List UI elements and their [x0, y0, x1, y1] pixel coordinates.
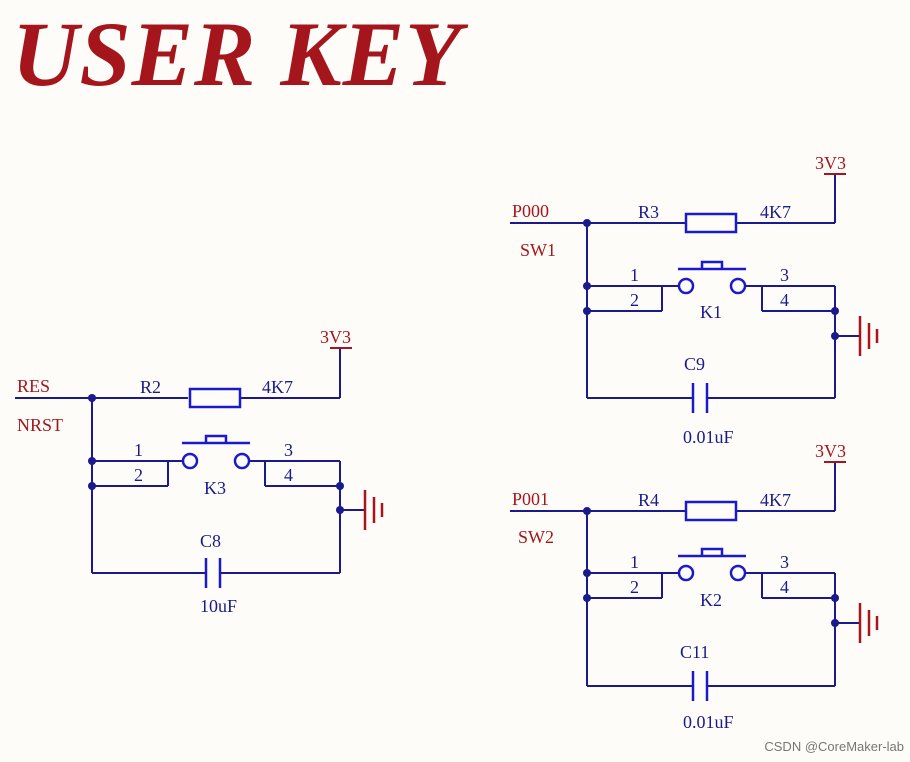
junction-dot	[88, 457, 96, 465]
junction-dot	[831, 307, 839, 315]
net-label: P001	[512, 489, 549, 509]
pin-label-1: 1	[630, 552, 639, 572]
junction-dot	[88, 482, 96, 490]
watermark: CSDN @CoreMaker-lab	[764, 739, 904, 754]
switch-contact-right	[729, 277, 747, 295]
pin-label-1: 1	[134, 440, 143, 460]
junction-dot	[583, 594, 591, 602]
resistor-value: 4K7	[262, 377, 293, 397]
switch-contact-right	[729, 564, 747, 582]
switch-contact-left	[181, 452, 199, 470]
junction-dot	[831, 619, 839, 627]
resistor-value: 4K7	[760, 202, 791, 222]
switch-button	[700, 547, 724, 556]
resistor	[188, 387, 242, 409]
power-label: 3V3	[815, 441, 846, 461]
pin-label-2: 2	[630, 577, 639, 597]
junction-dot	[583, 282, 591, 290]
switch-contact-left	[677, 564, 695, 582]
cap-ref: C9	[684, 354, 705, 374]
junction-dot	[583, 219, 591, 227]
resistor-ref: R2	[140, 377, 161, 397]
pin-label-3: 3	[780, 552, 789, 572]
net-alias: NRST	[17, 415, 63, 435]
net-alias: SW1	[520, 240, 556, 260]
junction-dot	[583, 569, 591, 577]
junction-dot	[831, 594, 839, 602]
sw1-circuit: 3V3 R3 4K7 P000 SW1 1 2 3 4 K1 C9 0.01uF	[510, 153, 879, 447]
cap-ref: C8	[200, 531, 221, 551]
resistor-value: 4K7	[760, 490, 791, 510]
pin-label-4: 4	[780, 577, 789, 597]
power-label: 3V3	[815, 153, 846, 173]
pin-label-3: 3	[284, 440, 293, 460]
pin-label-4: 4	[284, 465, 293, 485]
resistor	[684, 500, 738, 522]
resistor-ref: R3	[638, 202, 659, 222]
pin-label-4: 4	[780, 290, 789, 310]
cap-value: 10uF	[200, 596, 237, 616]
net-alias: SW2	[518, 527, 554, 547]
net-label: P000	[512, 201, 549, 221]
resistor	[684, 212, 738, 234]
pin-label-2: 2	[134, 465, 143, 485]
switch-ref: K1	[700, 302, 722, 322]
junction-dot	[583, 507, 591, 515]
switch-contact-right	[233, 452, 251, 470]
pin-label-1: 1	[630, 265, 639, 285]
junction-dot	[88, 394, 96, 402]
sw2-circuit: 3V3 R4 4K7 P001 SW2 1 2 3 4 K2 C11 0.01u…	[510, 441, 879, 732]
switch-ref: K3	[204, 478, 226, 498]
cap-value: 0.01uF	[683, 712, 734, 732]
pin-label-3: 3	[780, 265, 789, 285]
pin-label-2: 2	[630, 290, 639, 310]
junction-dot	[336, 482, 344, 490]
switch-button	[204, 434, 228, 443]
switch-contact-left	[677, 277, 695, 295]
junction-dot	[336, 506, 344, 514]
resistor-ref: R4	[638, 490, 659, 510]
power-label: 3V3	[320, 327, 351, 347]
page-title: USER KEY	[12, 3, 463, 105]
switch-button	[700, 260, 724, 269]
switch-ref: K2	[700, 590, 722, 610]
reset-circuit: 3V3 R2 4K7 RES NRST 1 2 3 4 K3	[15, 327, 384, 616]
junction-dot	[831, 332, 839, 340]
cap-ref: C11	[680, 642, 709, 662]
cap-value: 0.01uF	[683, 427, 734, 447]
junction-dot	[583, 307, 591, 315]
net-label: RES	[17, 376, 50, 396]
